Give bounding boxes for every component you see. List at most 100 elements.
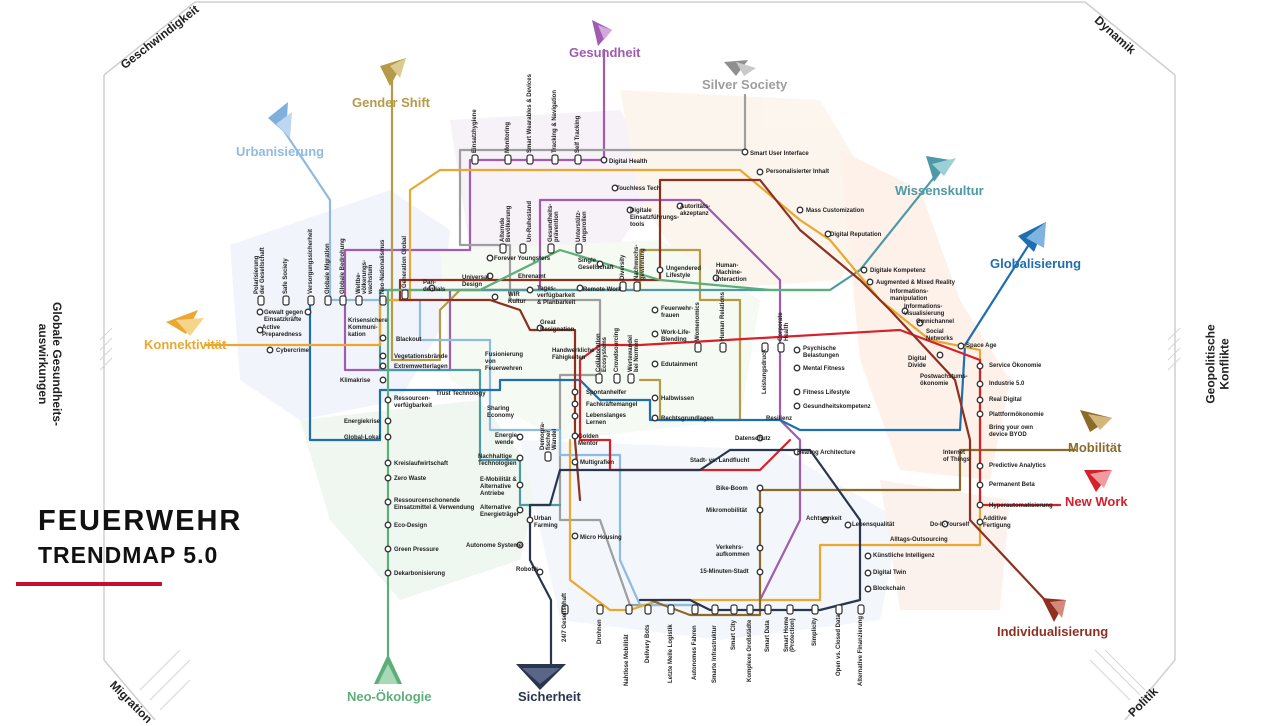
station-additive: Additive Fertigung	[983, 516, 1011, 529]
station-spontanhelfer: Spontanhelfer	[586, 390, 627, 396]
station-sharing: Sharing Economy	[487, 406, 515, 419]
station-drohnen: Drohnen	[597, 619, 603, 644]
hatch-bottom-right	[1089, 649, 1146, 701]
title-underline	[16, 582, 162, 586]
station-versorgungssicherheit: Versorgungssicherheit	[308, 228, 314, 294]
station-robotik: Robotik	[516, 567, 539, 573]
station-pandemials: Pan- demials	[423, 280, 446, 293]
megatrend-mobilitaet: Mobilität	[1068, 440, 1122, 455]
station-nahtlose: Nahtlose Mobilität	[624, 634, 630, 686]
station-mental-fitness: Mental Fitness	[803, 366, 845, 372]
logo-globalisierung-icon	[1018, 222, 1046, 252]
station-demografischer: Demogra- fischer Wandel	[540, 421, 558, 450]
hatch-right	[1167, 327, 1181, 371]
station-self-tracking: Self Tracking	[575, 115, 581, 153]
station-gesundheitskompetenz: Gesundheitskompetenz	[803, 404, 871, 410]
edge-globale: Globale Gesundheits- auswirkungen	[36, 301, 65, 427]
station-plattform: Plattformökonomie	[989, 412, 1044, 418]
title-line-2: TRENDMAP 5.0	[38, 542, 219, 568]
station-hyperautomatisierung: Hyperautomatisierung	[989, 503, 1053, 509]
logo-mobilitaet-icon	[1080, 410, 1112, 432]
station-markers	[256, 148, 984, 593]
megatrend-urbanisierung: Urbanisierung	[236, 144, 325, 159]
station-forever-youngsters: Forever Youngsters	[494, 256, 551, 262]
station-internet-of-things: Internet of Things	[943, 450, 970, 463]
title-block: FEUERWEHR TRENDMAP 5.0	[38, 505, 242, 569]
logo-neo-oekologie-icon	[374, 654, 402, 684]
station-alltags-outsourcing: Alltags-Outsourcing	[890, 537, 948, 543]
station-collaboration: Collaboration Ecosystems	[596, 333, 608, 372]
station-global-lokal: Global-Lokal	[344, 435, 381, 441]
logo-gender-shift-icon	[380, 58, 406, 86]
station-energiewende: Energie- wende	[495, 433, 520, 446]
station-stadt-landflucht: Stadt- vs. Landflucht	[690, 458, 750, 464]
station-smarte-infrastruktur: Smarte Infrastruktur	[712, 625, 718, 683]
station-do-it-yourself: Do-It-Yourself	[930, 522, 970, 528]
station-universal-design: Universal Design	[462, 275, 490, 288]
logo-new-work-icon	[1084, 470, 1112, 492]
station-edutainment: Edutainment	[661, 362, 698, 368]
station-smart-data: Smart Data	[765, 620, 771, 652]
megatrend-gesundheit: Gesundheit	[569, 45, 641, 60]
station-space-age: Space Age	[966, 343, 997, 349]
station-green-pressure: Green Pressure	[394, 547, 439, 553]
bottom-station-ticks	[257, 154, 865, 615]
logo-wissenskultur-icon	[926, 156, 956, 182]
station-human-machine: Human- Machine- Interaction	[716, 263, 747, 283]
megatrend-gender-shift: Gender Shift	[352, 95, 431, 110]
station-wir-kultur: WIR Kultur	[508, 292, 526, 305]
megatrend-neo-oekologie: Neo-Ökologie	[347, 689, 432, 704]
station-weltbevoelkerung: Weltbe- völkerungs- wachstum	[356, 259, 374, 294]
station-fachkraeftemangel: Fachkräftemangel	[586, 402, 638, 408]
station-byod: Bring your own device BYOD	[989, 425, 1033, 438]
logo-urbanisierung-icon	[268, 102, 292, 138]
megatrend-silver-society: Silver Society	[702, 77, 788, 92]
station-crowdsourcing: Crowdsourcing	[614, 327, 620, 372]
station-nachhaltige-technologien: Nachhaltige Technologien	[478, 454, 517, 467]
station-digital-health: Digital Health	[609, 159, 648, 165]
station-resilienz: Resilienz	[766, 416, 793, 422]
station-digitale-kompetenz: Digitale Kompetenz	[870, 268, 926, 274]
frame-bottom-right	[1124, 659, 1176, 720]
station-safe-society: Safe Society	[283, 258, 289, 294]
station-unterstuetzungsrollen: Unterstütz- ungsrollen	[576, 210, 588, 242]
station-human-relations: Human Relations	[720, 291, 726, 341]
station-digitale-einsatz: Digitale Einsatzführungs- tools	[630, 208, 679, 228]
station-blackout: Blackout	[396, 337, 422, 343]
megatrend-individualisierung: Individualisierung	[997, 624, 1109, 639]
station-kuenstliche-intelligenz: Künstliche Intelligenz	[873, 553, 935, 559]
station-permanent-beta: Permanent Beta	[989, 482, 1035, 488]
station-smart-wearables: Smart Wearables & Devices	[527, 74, 533, 153]
station-open-closed: Open vs. Closed Data	[836, 614, 842, 676]
station-diversity: Diversity	[620, 254, 626, 280]
station-ehrenamt: Ehrenamt	[518, 274, 546, 280]
station-15-min-stadt: 15-Minuten-Stadt	[700, 569, 749, 575]
logo-sicherheit-icon	[516, 664, 566, 690]
station-tracking: Tracking & Navigation	[552, 89, 558, 153]
logo-individualisierung-icon	[1042, 598, 1066, 622]
station-womenomics: Womenomics	[695, 302, 701, 341]
station-ressourcenverfuegbarkeit: Ressourcen- verfügbarkeit	[394, 396, 433, 409]
station-monitoring: Monitoring	[505, 122, 511, 153]
frame-bottom-left	[103, 659, 156, 720]
station-urban-farming: Urban Farming	[534, 516, 558, 529]
station-mass-customization: Mass Customization	[806, 208, 865, 214]
station-bike-boom: Bike-Boom	[716, 486, 748, 492]
station-datenschutz: Datenschutz	[735, 436, 771, 442]
station-single-gesellschaft: Single Gesellschaft	[578, 258, 614, 271]
station-smart-home: Smart Home (Protection)	[784, 616, 796, 652]
station-corporate-health: Corporate Health	[778, 312, 790, 341]
station-letzte-meile: Letzte Meile Logistik	[668, 624, 674, 683]
station-alternative-finanzierung: Alternative Finanzierung	[858, 615, 864, 686]
station-ungendered: Ungendered Lifestyle	[666, 266, 702, 279]
station-eco-design: Eco-Design	[394, 523, 428, 529]
title-line-1: FEUERWEHR	[38, 505, 243, 537]
logo-konnektivitaet-icon	[166, 310, 204, 336]
station-leistungsdruck: Leistungsdruck	[762, 349, 768, 394]
station-micro-housing: Micro Housing	[580, 535, 622, 541]
station-24-7-gesellschaft: 24/7 Gesellschaft	[562, 592, 568, 642]
station-un-ruhestand: Un-Ruhestand	[527, 201, 533, 242]
station-gesundheits-praevention: Gesundheits- prävention	[548, 203, 560, 242]
station-zero-waste: Zero Waste	[394, 476, 427, 482]
